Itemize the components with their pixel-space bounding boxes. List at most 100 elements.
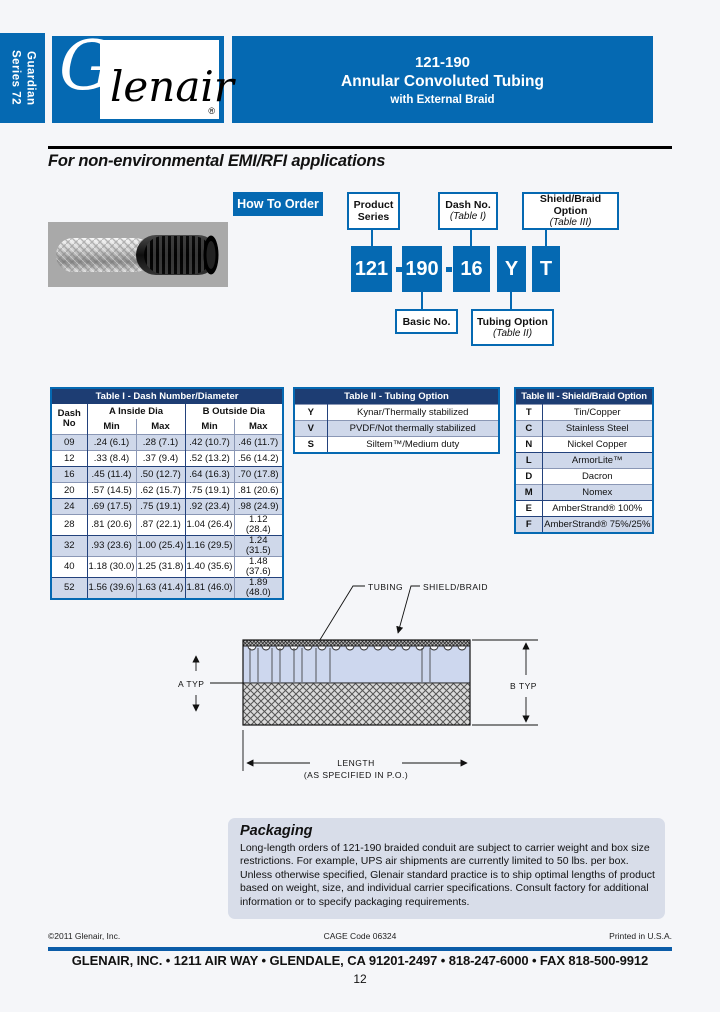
footer-cage-code: CAGE Code 06324: [323, 931, 397, 941]
cell: 1.18 (30.0): [87, 556, 137, 578]
order-box-dash-no: Dash No. (Table I): [438, 192, 498, 230]
cell: .57 (14.5): [87, 482, 137, 499]
cell: C: [515, 420, 543, 437]
table-row: C Stainless Steel: [515, 420, 654, 437]
cell: 1.16 (29.5): [185, 535, 235, 557]
packaging-line: restrictions. For example, UPS air shipm…: [240, 855, 629, 868]
connector-line: [510, 292, 512, 309]
packaging-line: Unless otherwise specified, Glenair stan…: [240, 868, 655, 881]
cell: D: [515, 468, 543, 485]
packaging-panel: Packaging Long-length orders of 121-190 …: [228, 818, 665, 919]
series-line: Series 72: [9, 50, 22, 106]
glenair-logo-text: lenair: [110, 62, 234, 111]
table-row: 24.69 (17.5).75 (19.1).92 (23.4).98 (24.…: [51, 498, 284, 515]
table1-col-dash: Dash No: [51, 404, 88, 435]
product-photo: [48, 222, 228, 287]
cell: .87 (22.1): [136, 514, 186, 536]
connector-line: [421, 292, 423, 309]
packaging-line: Long-length orders of 121-190 braided co…: [240, 842, 650, 854]
order-box-tubing-line2: (Table II): [492, 327, 533, 339]
cell: F: [515, 516, 543, 533]
registered-mark-icon: ®: [208, 106, 215, 116]
table1-title: Table I - Dash Number/Diameter: [51, 388, 284, 404]
packaging-line: based on weight, size, and individual ca…: [240, 882, 649, 895]
cell: .64 (16.3): [185, 466, 235, 483]
order-box-basic-line1: Basic No.: [402, 315, 451, 328]
cell: Nickel Copper: [567, 438, 628, 450]
order-box-shield-line1: Shield/Braid Option: [539, 193, 602, 217]
glenair-logo-panel: [100, 40, 219, 119]
length-label: LENGTH: [337, 758, 374, 768]
table-row: N Nickel Copper: [515, 436, 654, 453]
cell: S: [294, 436, 328, 453]
cell: .56 (14.2): [237, 452, 279, 464]
glenair-logo: G lenair ®: [52, 27, 234, 123]
cell: 1.63 (41.4): [136, 577, 186, 599]
cell: 52: [51, 577, 88, 599]
cell: N: [515, 436, 543, 453]
table-row: 20.57 (14.5).62 (15.7).75 (19.1).81 (20.…: [51, 482, 284, 499]
cell: Kynar/Thermally stabilized: [357, 406, 469, 418]
order-box-product-line1: Product: [353, 199, 394, 211]
connector-line: [371, 230, 373, 246]
cell: AmberStrand® 100%: [552, 502, 643, 514]
cell: Nomex: [582, 486, 613, 498]
cell: Tin/Copper: [573, 406, 621, 418]
connector-line: [545, 230, 547, 246]
cell: .33 (8.4): [87, 450, 137, 467]
table-row: 09.24 (6.1).28 (7.1).42 (10.7).46 (11.7): [51, 434, 284, 451]
table-row: T Tin/Copper: [515, 404, 654, 421]
cell: 1.25 (31.8): [136, 556, 186, 578]
table1-group-a: A Inside Dia: [87, 404, 186, 419]
footer-page-number: 12: [353, 972, 367, 986]
cell: .24 (6.1): [87, 434, 137, 451]
cell: 32: [51, 535, 88, 557]
cell: .75 (19.1): [136, 498, 186, 515]
cell: 16: [51, 466, 88, 483]
tubing-body: [242, 645, 471, 684]
connector-line: [470, 230, 472, 246]
packaging-title: Packaging: [240, 823, 313, 839]
pn-segment-basic-no: 190: [402, 246, 442, 292]
header-subtitle: with External Braid: [390, 93, 495, 106]
pn-dash: [396, 267, 402, 272]
cell: Stainless Steel: [565, 422, 629, 434]
pn-segment-shield-option: T: [532, 246, 560, 292]
order-box-tubing-line1: Tubing Option: [477, 315, 548, 328]
table-row: 28.81 (20.6).87 (22.1)1.04 (26.4)1.12 (2…: [51, 514, 284, 536]
table1-h-min: Min: [87, 419, 137, 435]
tubing-cross-section-diagram: TUBING SHIELD/BRAID A TYP B TYP LENGTH (…: [178, 582, 538, 780]
table-row: 32.93 (23.6)1.00 (25.4)1.16 (29.5)1.24 (…: [51, 535, 284, 557]
order-box-dash-line1: Dash No.: [445, 199, 491, 211]
table2-title: Table II - Tubing Option: [294, 388, 500, 405]
cell: 1.81 (46.0): [185, 577, 235, 599]
table1-h-min: Min: [185, 419, 235, 435]
cell: 1.12 (28.4): [245, 514, 271, 535]
cell: .69 (17.5): [87, 498, 137, 515]
cell: PVDF/Not thermally stabilized: [349, 422, 476, 434]
length-sublabel: (AS SPECIFIED IN P.O.): [304, 770, 408, 780]
cell: 1.48 (37.6): [245, 555, 271, 577]
pn-dash: [446, 267, 452, 272]
order-box-shield-line2: (Table III): [549, 217, 592, 228]
header-title: Annular Convoluted Tubing: [341, 72, 544, 90]
cell: 40: [51, 556, 88, 578]
table1-h-max: Max: [136, 419, 186, 435]
footer-rule: [48, 947, 672, 951]
cell: 09: [51, 434, 88, 451]
cell: 1.56 (39.6): [87, 577, 137, 599]
order-box-product-line2: Series: [357, 211, 390, 223]
cell: .62 (15.7): [136, 482, 186, 499]
a-typ-label: A TYP: [178, 679, 204, 689]
assembly-outline: [242, 639, 471, 726]
cell: 12: [51, 450, 88, 467]
table-row: 16.45 (11.4).50 (12.7).64 (16.3).70 (17.…: [51, 466, 284, 483]
shield-band: [242, 639, 471, 647]
cell: T: [515, 404, 543, 421]
